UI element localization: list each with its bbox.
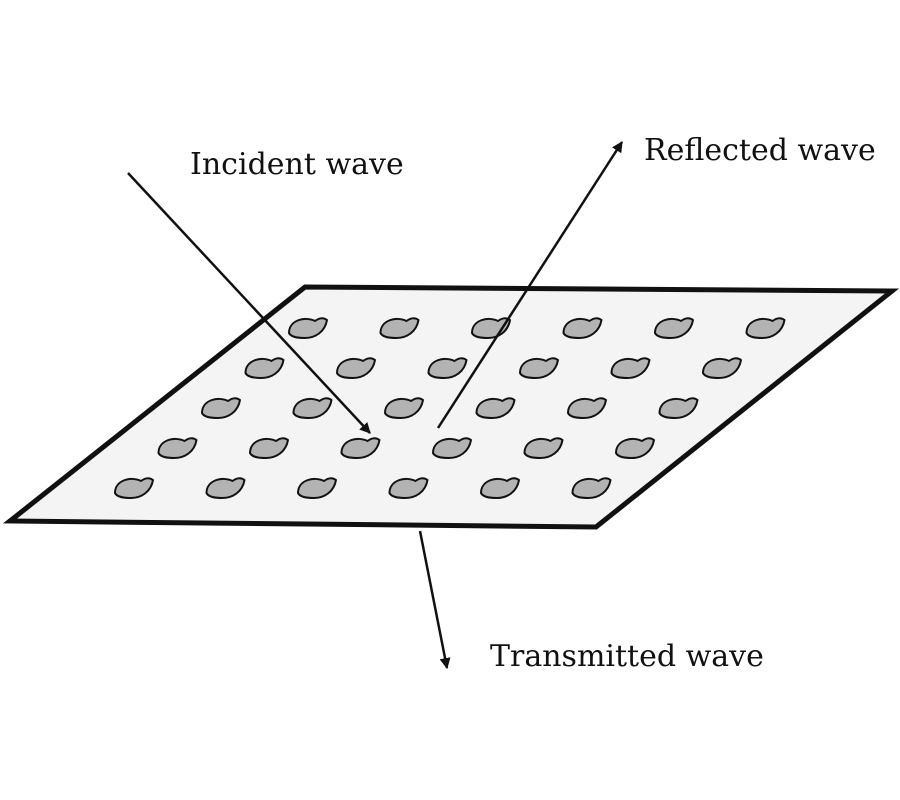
crescent-inclusion xyxy=(610,357,651,379)
reflected-wave-arrow xyxy=(436,141,624,429)
crescent-inclusion xyxy=(658,397,699,419)
crescent-inclusion xyxy=(615,437,655,459)
crescent-inclusion xyxy=(519,357,559,379)
crescent-inclusion xyxy=(571,477,612,499)
crescent-inclusion xyxy=(297,477,337,499)
crescent-inclusion xyxy=(114,477,154,499)
crescent-inclusion xyxy=(523,437,564,459)
transmitted-wave-arrow xyxy=(418,530,451,670)
inclusion-array xyxy=(114,317,786,499)
crescent-inclusion xyxy=(249,437,289,459)
reflected-wave-label: Reflected wave xyxy=(644,133,876,168)
incident-wave-arrow xyxy=(127,172,371,434)
transmitted-wave-label: Transmitted wave xyxy=(490,639,764,674)
crescent-inclusion xyxy=(336,357,376,379)
crescent-inclusion xyxy=(388,477,429,499)
crescent-inclusion xyxy=(475,397,516,419)
crescent-inclusion xyxy=(201,397,241,419)
crescent-inclusion xyxy=(379,317,420,339)
crescent-inclusion xyxy=(157,437,198,459)
crescent-inclusion xyxy=(384,397,424,419)
crescent-inclusion xyxy=(340,437,381,459)
crescent-inclusion xyxy=(567,397,607,419)
crescent-inclusion xyxy=(432,437,472,459)
crescent-inclusion xyxy=(702,357,742,379)
crescent-inclusion xyxy=(288,317,328,339)
crescent-inclusion xyxy=(562,317,603,339)
crescent-inclusion xyxy=(292,397,333,419)
crescent-inclusion xyxy=(427,357,468,379)
crescent-inclusion xyxy=(244,357,285,379)
crescent-inclusion xyxy=(654,317,694,339)
incident-wave-label: Incident wave xyxy=(190,147,404,182)
crescent-inclusion xyxy=(205,477,246,499)
crescent-inclusion xyxy=(480,477,520,499)
crescent-inclusion xyxy=(745,317,786,339)
